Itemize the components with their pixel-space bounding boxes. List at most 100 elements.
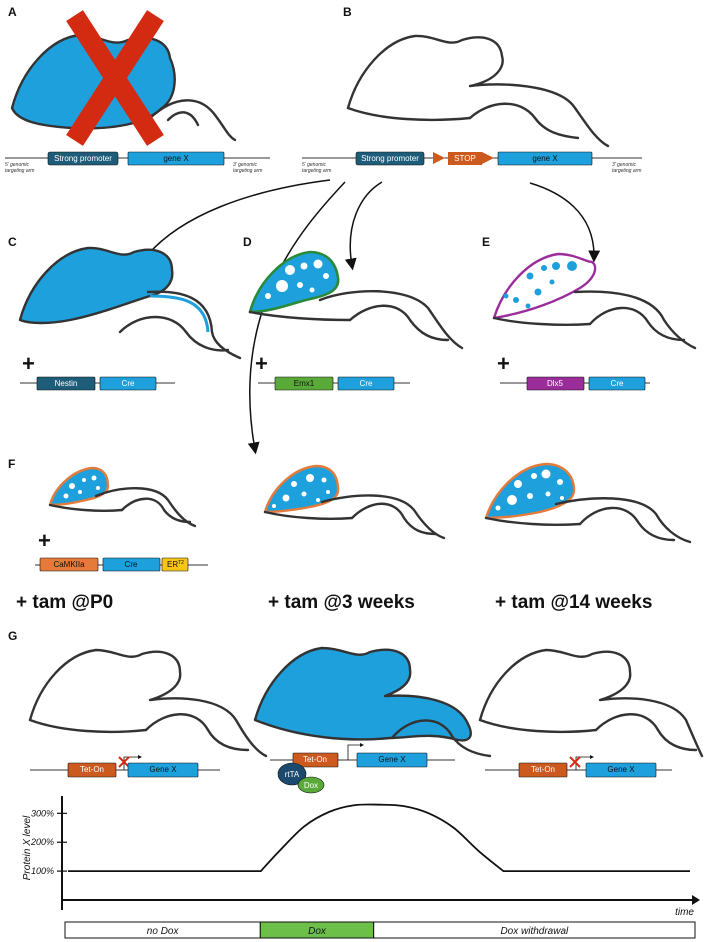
plus-e: + [497, 351, 510, 376]
dox-blob-label: Dox [304, 781, 318, 790]
dlx5-box [526, 376, 585, 391]
brain-f-p0-cerebellum [120, 497, 192, 524]
brain-d-cerebellum [348, 304, 450, 342]
tss-arrow-g-1 [123, 756, 140, 770]
cell-dots-d [265, 259, 329, 299]
brain-f-14w-outer [554, 497, 692, 544]
tamoxifen-3w-label: + tam @3 weeks [268, 592, 415, 613]
brain-g-3 [478, 648, 704, 758]
cell-dots-f-3w [272, 474, 330, 508]
protein-level-line [68, 803, 690, 873]
brain-e-cortex [492, 252, 597, 320]
panel-g: G Tet-On [8, 629, 704, 939]
brain-g-1-cortex [28, 648, 268, 758]
strong-promoter-box-a [47, 151, 119, 166]
panel-label-a: A [8, 5, 17, 19]
x-axis-label: time [675, 907, 694, 918]
tss-arrow-g-2 [347, 744, 362, 760]
cre-box-e [588, 376, 646, 391]
y-ticks: 100%200%300% [30, 808, 67, 876]
arm-left-a-2: targeting arm [5, 168, 34, 174]
panel-label-c: C [8, 235, 17, 249]
nestin-box [36, 376, 96, 391]
construct-e: Dlx5 Cre [500, 376, 650, 391]
x-axis-arrowhead [692, 895, 700, 905]
arm-left-b-1: 5' genomic [302, 162, 327, 168]
gene-x-label-g-2: Gene X [378, 755, 406, 764]
panel-f: F + CaMKIIa Cre ERT2 [8, 457, 692, 613]
tamoxifen-p0-label: + tam @P0 [16, 592, 113, 613]
arm-right-b-1: 3' genomic [612, 162, 637, 168]
brain-g-3-cerebellum [594, 713, 698, 752]
cre-label-c: Cre [122, 379, 135, 388]
rtta-label: rtTA [285, 770, 300, 779]
strong-promoter-label-a: Strong promoter [54, 154, 112, 163]
plus-c: + [22, 351, 35, 376]
brain-f-p0 [48, 466, 197, 528]
camk-box [39, 557, 99, 572]
gene-x-box-g-3 [585, 762, 657, 778]
arm-right-a-2: targeting arm [233, 168, 262, 174]
construct-c: Nestin Cre [20, 376, 175, 391]
teton-box-g-3 [518, 762, 568, 778]
y-tick-label: 100% [31, 866, 54, 876]
ert2-label: ERT2 [167, 560, 184, 569]
brain-g-2-fill [253, 646, 472, 742]
teton-box-g-1 [67, 762, 117, 778]
construct-b: Strong promoter STOP gene X 5' genomic t… [302, 151, 642, 174]
stop-box [448, 152, 482, 165]
block-x-icon-g-1 [118, 756, 130, 768]
tss-arrowhead-g-1 [138, 755, 142, 759]
block-x-icon-g-3 [569, 756, 581, 768]
strong-promoter-label-b: Strong promoter [361, 154, 419, 163]
brain-f-3w-cerebellum [350, 502, 438, 536]
construct-f: CaMKIIa Cre ERT2 [35, 557, 208, 572]
construct-g-1: Tet-On Gene X [30, 755, 220, 778]
arm-left-a-1: 5' genomic [5, 162, 30, 168]
cell-dots-e [503, 261, 577, 309]
brain-f-14w-base [484, 516, 582, 526]
brain-g-1 [28, 648, 268, 758]
brain-f-3w-outer [320, 494, 446, 540]
brain-g-2 [253, 646, 492, 758]
brain-f-14w [484, 462, 692, 544]
brain-g-3-cortex [478, 648, 704, 758]
dox-blob [297, 776, 325, 794]
brain-c [18, 246, 242, 360]
brain-g-3-base [478, 718, 598, 734]
brain-g-1-base [28, 718, 148, 734]
brain-e [492, 252, 697, 350]
gene-x-label-g-1: Gene X [149, 765, 177, 774]
arm-left-b-2: targeting arm [302, 168, 331, 174]
brain-g-2-cerebellum [390, 719, 492, 758]
rtta-blob [277, 762, 307, 786]
ert2-label-base: ER [167, 560, 178, 569]
tss-arrow-g-3 [575, 756, 592, 770]
brain-g-1-cerebellum [144, 713, 250, 752]
brain-f-3w-cortex [263, 464, 340, 514]
brain-c-cortex-fill [18, 246, 174, 325]
brain-d-cortex-fill [248, 250, 340, 314]
cell-dots-f-14w [495, 469, 564, 511]
phase-label: Dox withdrawal [500, 926, 569, 937]
brain-b-cortex [346, 34, 610, 148]
cre-box-f [102, 557, 161, 572]
brain-f-3w-base [263, 510, 354, 520]
panel-label-b: B [343, 5, 352, 19]
panel-b: B Strong promoter STOP gene X 5' genomic… [302, 5, 642, 174]
cre-label-d: Cre [360, 379, 373, 388]
y-tick-label: 300% [31, 808, 54, 818]
tamoxifen-14w-label: + tam @14 weeks [495, 592, 652, 613]
arm-right-a-1: 3' genomic [233, 162, 258, 168]
y-axis-label: Protein X level [22, 815, 33, 880]
panel-c: C + Nestin Cre [8, 235, 242, 391]
panel-label-e: E [482, 235, 490, 249]
phase-label: no Dox [147, 926, 180, 937]
camk-label: CaMKIIa [53, 560, 85, 569]
panel-label-d: D [243, 235, 252, 249]
construct-g-2: Tet-On Gene X rtTA Dox [270, 743, 455, 794]
arrow-to-c [142, 179, 331, 262]
x-cross-icon [66, 10, 164, 146]
ert2-box [161, 557, 189, 572]
panel-a: A Strong promoter gene X 5' genomic targ… [5, 5, 270, 174]
